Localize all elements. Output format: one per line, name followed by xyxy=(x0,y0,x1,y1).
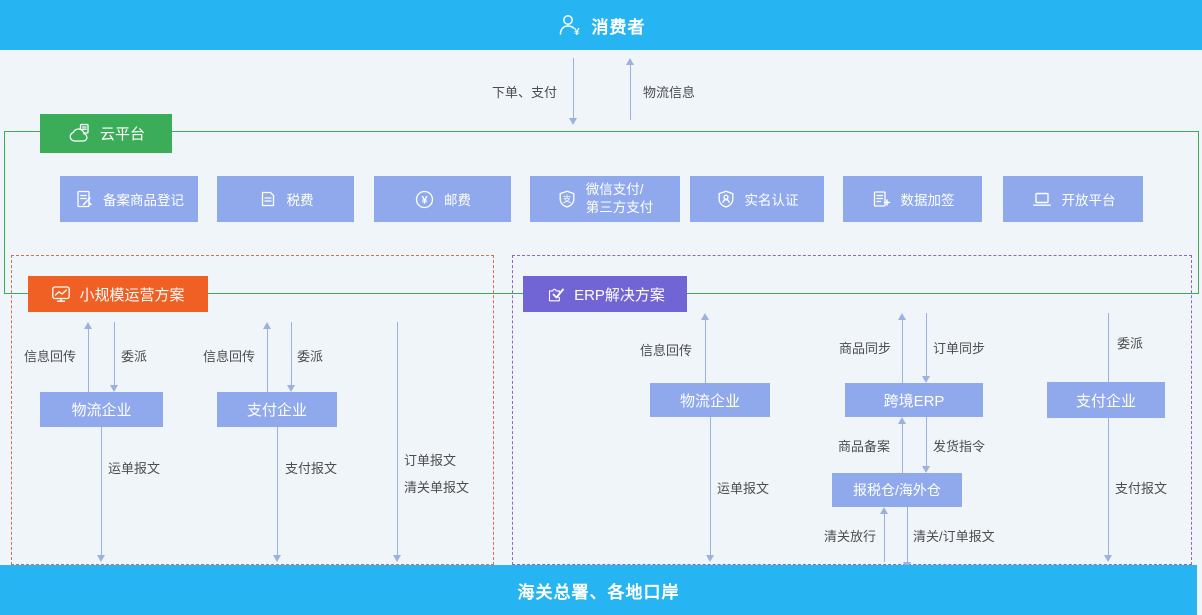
consumer-bar: ¥ 消费者 xyxy=(0,0,1202,50)
flow-label: 商品同步 xyxy=(839,341,892,356)
platform-button-label: 开放平台 xyxy=(1061,193,1116,208)
flow-label: 信息回传 xyxy=(640,343,693,358)
arrow-up-info-return-erp xyxy=(701,313,709,383)
small-scale-label: 小规模运营方案 xyxy=(79,286,185,304)
customs-title: 海关总署、各地口岸 xyxy=(517,582,680,602)
node-logistics-company: 物流企业 xyxy=(40,392,163,427)
cloud-platform-tag: 云平台 xyxy=(40,114,172,153)
flow-label: 清关放行 xyxy=(824,529,877,544)
arrow-down-payment-msg-erp xyxy=(1104,418,1112,562)
arrow-down-order-pay xyxy=(569,58,577,125)
arrow-up-goods-record xyxy=(898,417,906,473)
svg-text:¥: ¥ xyxy=(421,194,428,206)
chart-icon xyxy=(51,284,71,304)
platform-button-label: 备案商品登记 xyxy=(103,193,184,208)
flow-label: 发货指令 xyxy=(933,439,986,454)
flow-label: 清关单报文 xyxy=(404,480,470,495)
flow-label: 委派 xyxy=(1117,336,1144,351)
flow-label: 运单报文 xyxy=(717,481,770,496)
puzzle-check-icon xyxy=(545,284,566,305)
erp-region xyxy=(512,255,1192,565)
node-payment-company: 支付企业 xyxy=(217,392,337,427)
arrow-up-clearance-release xyxy=(880,507,888,562)
doc-plus-icon xyxy=(871,189,892,209)
consumer-icon: ¥ xyxy=(557,12,583,38)
flow-label: 支付报文 xyxy=(285,461,338,476)
node-bonded-warehouse: 报税仓/海外仓 xyxy=(832,473,962,507)
node-cross-border-erp: 跨境ERP xyxy=(845,383,983,417)
platform-button-goods-record[interactable]: 备案商品登记 xyxy=(60,176,198,222)
arrow-down-ship-order xyxy=(922,417,930,473)
arrow-down-order-msg xyxy=(393,322,401,562)
pay-shield-icon: 支 xyxy=(557,189,577,209)
arrow-down-delegate-1 xyxy=(110,322,118,392)
small-scale-tag: 小规模运营方案 xyxy=(28,276,208,312)
arrow-down-delegate-2 xyxy=(287,322,295,392)
flow-label: 订单同步 xyxy=(933,341,986,356)
arrow-down-waybill-msg-erp xyxy=(706,417,714,562)
node-logistics-company-erp: 物流企业 xyxy=(650,383,770,417)
platform-button-wechat-pay[interactable]: 支 微信支付/ 第三方支付 xyxy=(530,176,680,222)
platform-button-label: 微信支付/ 第三方支付 xyxy=(586,181,654,216)
flow-label: 支付报文 xyxy=(1115,481,1168,496)
platform-button-label: 实名认证 xyxy=(744,193,799,208)
cloud-platform-label: 云平台 xyxy=(99,126,145,143)
label-line-2: 第三方支付 xyxy=(585,200,654,215)
cloud-icon xyxy=(67,122,92,145)
doc-edit-icon xyxy=(74,189,94,209)
id-shield-icon xyxy=(716,189,736,209)
platform-button-open-platform[interactable]: 开放平台 xyxy=(1003,176,1143,222)
label-line-1: 微信支付/ xyxy=(585,182,644,198)
arrow-up-info-return-2 xyxy=(263,322,271,392)
flow-label: 运单报文 xyxy=(108,461,161,476)
consumer-title: 消费者 xyxy=(591,17,646,37)
arrow-down-order-sync xyxy=(922,313,930,383)
laptop-icon xyxy=(1031,189,1053,209)
erp-label: ERP解决方案 xyxy=(574,286,665,304)
platform-button-data-sign[interactable]: 数据加签 xyxy=(843,176,982,222)
node-payment-company-erp: 支付企业 xyxy=(1047,382,1165,418)
arrow-up-info-return-1 xyxy=(84,322,92,392)
erp-tag: ERP解决方案 xyxy=(523,276,687,312)
flow-label: 委派 xyxy=(297,349,324,364)
platform-button-label: 邮费 xyxy=(444,193,471,208)
yen-circle-icon: ¥ xyxy=(414,189,435,210)
arrow-up-logistics-info xyxy=(626,58,634,120)
flow-label: 委派 xyxy=(121,349,148,364)
platform-button-real-name[interactable]: 实名认证 xyxy=(690,176,824,222)
arrow-down-waybill-msg xyxy=(97,427,105,562)
flow-label-order-pay: 下单、支付 xyxy=(492,85,558,100)
flow-label: 商品备案 xyxy=(838,439,891,454)
flow-label: 清关/订单报文 xyxy=(913,529,995,544)
customs-bar: 海关总署、各地口岸 xyxy=(0,565,1197,615)
tax-doc-icon xyxy=(258,189,278,209)
platform-button-label: 税费 xyxy=(286,193,314,208)
arrow-up-goods-sync xyxy=(898,313,906,383)
flow-label: 订单报文 xyxy=(404,453,457,468)
arrow-down-delegate-erp xyxy=(1104,313,1112,389)
flow-label-logistics-info: 物流信息 xyxy=(643,85,696,100)
arrow-down-payment-msg xyxy=(273,427,281,562)
svg-text:¥: ¥ xyxy=(574,27,581,38)
platform-button-postage[interactable]: ¥ 邮费 xyxy=(374,176,511,222)
flow-label: 信息回传 xyxy=(24,349,77,364)
arrow-down-clearance-order-msg xyxy=(903,507,911,569)
svg-text:支: 支 xyxy=(562,194,571,204)
platform-button-tax[interactable]: 税费 xyxy=(217,176,354,222)
platform-button-label: 数据加签 xyxy=(900,193,955,208)
small-scale-region xyxy=(11,255,494,565)
flow-label: 信息回传 xyxy=(203,349,256,364)
